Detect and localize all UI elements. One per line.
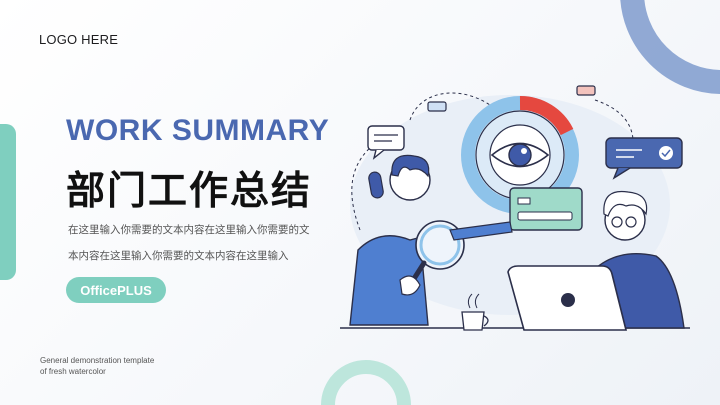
- body-text-line-2: 本内容在这里输入你需要的文本内容在这里输入: [68, 250, 289, 262]
- tag-left: [427, 101, 447, 112]
- coffee-cup-icon: [461, 293, 489, 331]
- work-illustration: [340, 85, 690, 331]
- person-with-laptop: [507, 190, 685, 331]
- footnote-line-1: General demonstration template: [40, 356, 155, 365]
- tag-right: [576, 85, 596, 96]
- info-card: [509, 187, 583, 231]
- laptop-icon: [507, 265, 628, 331]
- bottom-arc: [321, 360, 411, 405]
- logo-text: LOGO HERE: [39, 32, 119, 47]
- title-chinese: 部门工作总结: [66, 169, 313, 214]
- person-with-magnifier: [349, 154, 513, 326]
- officeplus-button[interactable]: OfficePLUS: [66, 277, 166, 303]
- left-accent-bar: [0, 124, 16, 280]
- body-text-line-1: 在这里输入你需要的文本内容在这里输入你需要的文: [68, 224, 310, 236]
- footnote-line-2: of fresh watercolor: [40, 367, 106, 376]
- chat-bubble-icon: [367, 125, 405, 160]
- check-icon: [605, 137, 683, 180]
- top-right-arc: [620, 0, 720, 94]
- title-english: WORK SUMMARY: [66, 114, 330, 147]
